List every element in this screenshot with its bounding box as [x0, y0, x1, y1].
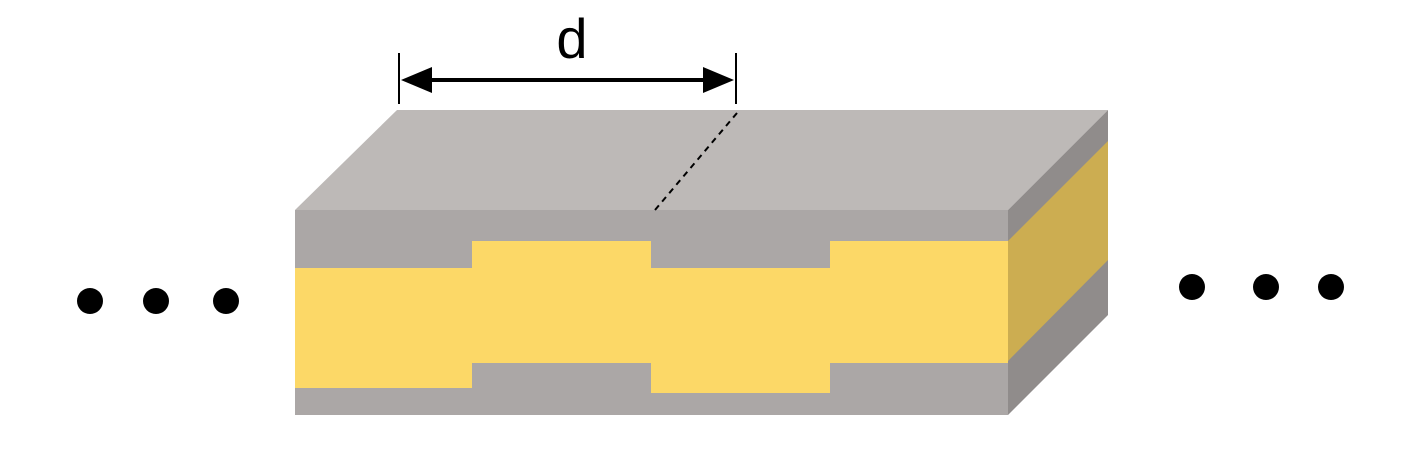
slab-side-core: [1008, 141, 1108, 361]
slab-top-face: [295, 110, 1108, 210]
period-dimension: d: [398, 7, 737, 104]
waveguide-slab: [295, 110, 1108, 415]
right-dot-2: [1253, 274, 1279, 300]
double-headed-arrow-icon: [401, 67, 734, 93]
right-ellipsis-dots-icon: [1179, 274, 1344, 300]
left-dot-3: [213, 288, 239, 314]
left-dot-2: [143, 288, 169, 314]
right-dot-1: [1179, 274, 1205, 300]
right-dot-3: [1318, 274, 1344, 300]
front-core-corrugated: [295, 241, 1008, 393]
period-label: d: [556, 7, 587, 70]
left-dot-1: [77, 288, 103, 314]
left-ellipsis-dots-icon: [77, 288, 239, 314]
